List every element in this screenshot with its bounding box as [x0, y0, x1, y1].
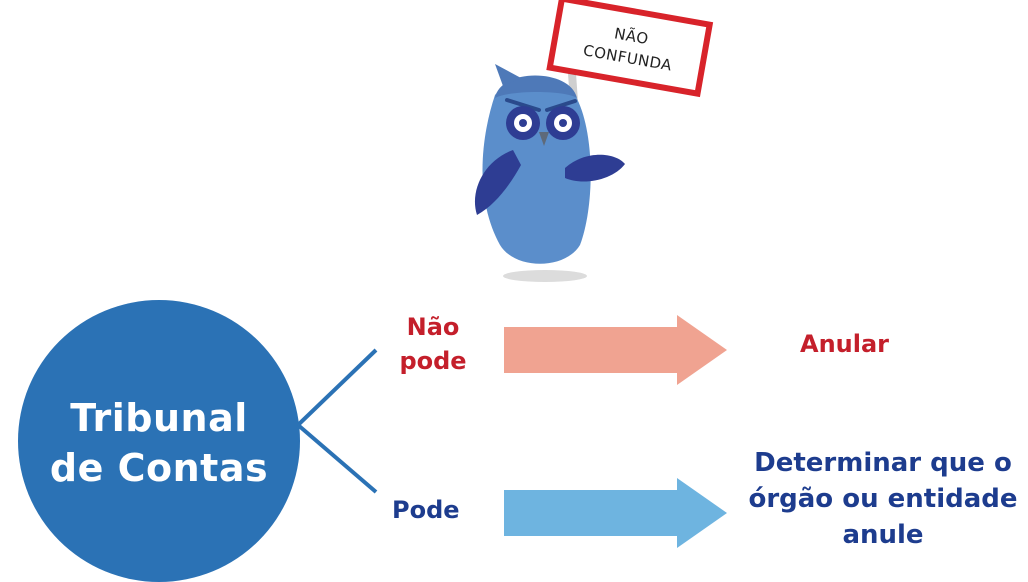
- connector-lower: [296, 423, 378, 494]
- tribunal-node-label: Tribunal de Contas: [49, 396, 269, 490]
- tribunal-node: Tribunal de Contas: [18, 300, 300, 582]
- owl-wing-left: [474, 150, 521, 215]
- connector-upper: [296, 348, 378, 427]
- arrow-positive: [504, 478, 727, 548]
- sign-board: NÃO CONFUNDA: [546, 0, 714, 98]
- mascot-shadow: [503, 270, 587, 282]
- owl-mascot-icon: NÃO CONFUNDA: [474, 0, 714, 282]
- branch-result-determinar: Determinar que o órgão ou entidade anule: [748, 448, 1018, 550]
- owl-wing-right: [565, 154, 625, 182]
- branch-label-nao-pode: Não pode: [399, 313, 467, 375]
- branch-label-pode: Pode: [392, 496, 460, 524]
- branch-result-anular: Anular: [800, 330, 890, 358]
- owl-head: [495, 75, 577, 98]
- arrow-negative: [504, 315, 727, 385]
